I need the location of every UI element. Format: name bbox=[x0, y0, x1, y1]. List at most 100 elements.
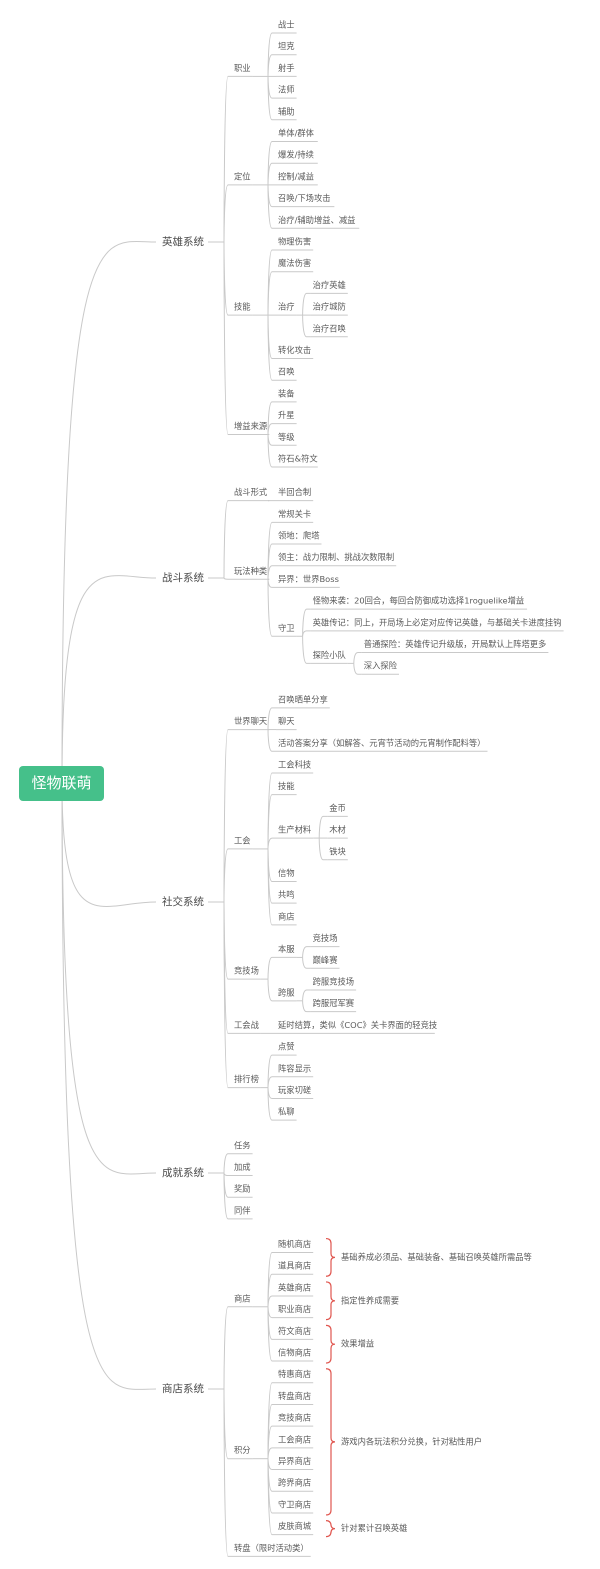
branch-2-child-4-child-3: 私聊 bbox=[278, 1107, 295, 1117]
branch-2-child-1-child-2-child-1: 木材 bbox=[329, 825, 346, 835]
branch-1-child-1-child-2: 领主：战力限制、挑战次数限制 bbox=[278, 552, 394, 562]
branch-0-child-0-link-1 bbox=[267, 54, 276, 77]
branch-4-child-0-child-1: 道具商店 bbox=[278, 1261, 311, 1271]
branch-1-child-1-child-4: 守卫 bbox=[278, 623, 295, 633]
branch-0-child-1-link bbox=[223, 184, 232, 243]
branch-4-child-0-child-0: 随机商店 bbox=[278, 1239, 311, 1249]
branch-3-child-1-link bbox=[223, 1172, 232, 1177]
branch-2-child-2-link-1 bbox=[267, 979, 276, 1002]
branch-1-child-1-child-4-child-2-child-1: 深入探险 bbox=[364, 661, 398, 671]
branch-0-child-3-link-3 bbox=[267, 434, 276, 468]
branch-4-child-1-child-6: 守卫商店 bbox=[278, 1499, 311, 1509]
mindmap-nodes: 怪物联萌英雄系统职业战士坦克射手法师辅助定位单体/群体爆发/持续控制/减益召唤/… bbox=[19, 20, 562, 1553]
branch-0-child-0-child-3: 法师 bbox=[278, 85, 295, 95]
branch-0-child-0-link-4 bbox=[267, 76, 276, 121]
branch-0-child-0: 职业 bbox=[234, 63, 251, 73]
branch-1-child-1-child-4-link-1 bbox=[302, 630, 311, 637]
branch-4-child-0-link-4 bbox=[267, 1306, 276, 1340]
branch-0-child-1-child-4: 治疗/辅助增益、减益 bbox=[278, 215, 355, 225]
branch-1-child-0: 战斗形式 bbox=[234, 487, 268, 497]
branch-2-child-1-link-2 bbox=[267, 837, 276, 849]
branch-2-child-2-child-1-child-1: 跨服冠军赛 bbox=[313, 998, 355, 1008]
branch-4-child-1-link-7 bbox=[267, 1458, 276, 1536]
branch-4-child-1-child-7: 皮肤商城 bbox=[278, 1521, 312, 1531]
note-braces bbox=[325, 1237, 336, 1538]
branch-0-child-3-child-1: 升星 bbox=[278, 410, 295, 420]
branch-2-link bbox=[61, 782, 157, 907]
branch-0-child-2-child-2: 治疗 bbox=[278, 302, 295, 312]
branch-3-child-3: 同伴 bbox=[234, 1205, 251, 1215]
branch-4-child-1: 积分 bbox=[234, 1445, 251, 1455]
branch-2-child-1-child-2-child-2: 铁块 bbox=[329, 846, 346, 856]
branch-2-child-1: 工会 bbox=[234, 835, 251, 845]
branch-4-child-0-link-2 bbox=[267, 1295, 276, 1307]
branch-0-child-0-child-0: 战士 bbox=[278, 20, 295, 30]
branch-0-child-0-link bbox=[223, 75, 232, 243]
branch-2-child-1-link bbox=[223, 848, 232, 903]
branch-2-child-2-child-0-child-1: 巅峰赛 bbox=[313, 955, 339, 965]
brace-4 bbox=[325, 1520, 336, 1538]
branch-2-child-3-child-0: 延时结算，类似《COC》关卡界面的轻竞技 bbox=[278, 1020, 437, 1030]
branch-2-child-2-child-0-child-0: 竞技场 bbox=[313, 933, 338, 943]
branch-2-child-4: 排行榜 bbox=[234, 1074, 259, 1084]
branch-2-child-0-link-2 bbox=[267, 729, 276, 752]
branch-2-child-1-child-2-child-0: 金币 bbox=[329, 803, 346, 813]
branch-2-child-4-child-0: 点赞 bbox=[278, 1042, 295, 1052]
branch-2-child-2-child-1-link-0 bbox=[302, 989, 311, 1001]
branch-0-child-0-link-3 bbox=[267, 76, 276, 99]
branch-2-child-1-child-1: 技能 bbox=[278, 781, 295, 791]
branch-1-child-0-child-0: 半回合制 bbox=[278, 487, 311, 497]
branch-2-child-1-child-3: 信物 bbox=[278, 868, 295, 878]
branch-4-link bbox=[61, 782, 157, 1390]
branch-4-child-0-child-5: 信物商店 bbox=[278, 1348, 311, 1358]
branch-4-child-1-child-1: 转盘商店 bbox=[278, 1391, 311, 1401]
branch-0-child-2-link bbox=[223, 241, 232, 316]
branch-0-child-2-child-3: 转化攻击 bbox=[278, 345, 311, 355]
branch-1-child-1-child-4-child-2-child-0: 普通探险：英雄传记升级版，开局默认上阵塔更多 bbox=[364, 639, 547, 649]
brace-2 bbox=[325, 1324, 336, 1364]
root-node bbox=[19, 766, 104, 801]
branch-1-child-1-link-4 bbox=[267, 579, 276, 637]
branch-0-child-3-link bbox=[223, 241, 232, 435]
branch-2-child-4-link-1 bbox=[267, 1076, 276, 1088]
branch-2-child-2-child-1: 跨服 bbox=[278, 987, 295, 997]
branch-4-child-1-child-4: 异界商店 bbox=[278, 1456, 311, 1466]
branch-1-child-1-child-4-link-2 bbox=[302, 636, 311, 664]
branch-1-child-1-child-4-child-2-link-1 bbox=[353, 663, 362, 675]
branch-2-child-1-child-2-link-2 bbox=[318, 838, 328, 861]
branch-0-child-2-link-4 bbox=[267, 315, 276, 381]
branch-4-child-0-link-3 bbox=[267, 1306, 276, 1319]
branch-0-child-0-child-4: 辅助 bbox=[278, 106, 295, 116]
branch-3-child-0-link bbox=[223, 1153, 232, 1174]
branch-0-child-1-child-3: 召唤/下场攻击 bbox=[278, 193, 331, 203]
branch-2-child-1-child-2-link-0 bbox=[318, 815, 328, 839]
brace-3 bbox=[325, 1368, 336, 1516]
branch-4-child-0-link bbox=[223, 1306, 232, 1390]
branch-4-child-0-child-3: 职业商店 bbox=[278, 1304, 311, 1314]
branch-2-child-4-link bbox=[223, 901, 232, 1089]
branch-4-child-1-link-3 bbox=[267, 1447, 276, 1459]
branch-0-child-2-child-0: 物理伤害 bbox=[278, 237, 311, 247]
branch-2-child-1-child-0: 工会科技 bbox=[278, 759, 311, 769]
branch-0-child-0-child-1: 坦克 bbox=[278, 41, 295, 51]
branch-1-child-1-child-4-child-0: 怪物来袭：20回合，每回合防御成功选择1roguelike增益 bbox=[313, 596, 525, 606]
branch-4-child-0-child-2: 英雄商店 bbox=[278, 1282, 311, 1292]
branch-2-child-2-link-0 bbox=[267, 956, 276, 980]
note-4-label: 针对累计召唤英雄 bbox=[341, 1523, 407, 1533]
branch-3-label: 成就系统 bbox=[162, 1166, 204, 1179]
branch-2-child-1-child-2: 生产材料 bbox=[278, 825, 312, 835]
branch-3-link bbox=[61, 782, 157, 1175]
branch-2-child-2-link bbox=[223, 901, 232, 980]
branch-0-child-2-child-2-child-1: 治疗城防 bbox=[313, 302, 346, 312]
branch-2-child-1-child-5: 商店 bbox=[278, 911, 295, 921]
branch-0-child-3-link-0 bbox=[267, 401, 276, 435]
branch-2-child-2-child-0: 本服 bbox=[278, 944, 295, 954]
branch-2-child-2-child-1-link-1 bbox=[302, 1000, 311, 1013]
branch-0-child-1-link-4 bbox=[267, 184, 276, 229]
branch-1-child-1-child-4-child-2: 探险小队 bbox=[313, 650, 347, 660]
branch-2-child-0: 世界聊天 bbox=[234, 716, 268, 726]
brace-0 bbox=[325, 1237, 336, 1277]
branch-0-child-1-link-3 bbox=[267, 184, 276, 208]
branch-4-label: 商店系统 bbox=[162, 1382, 204, 1395]
